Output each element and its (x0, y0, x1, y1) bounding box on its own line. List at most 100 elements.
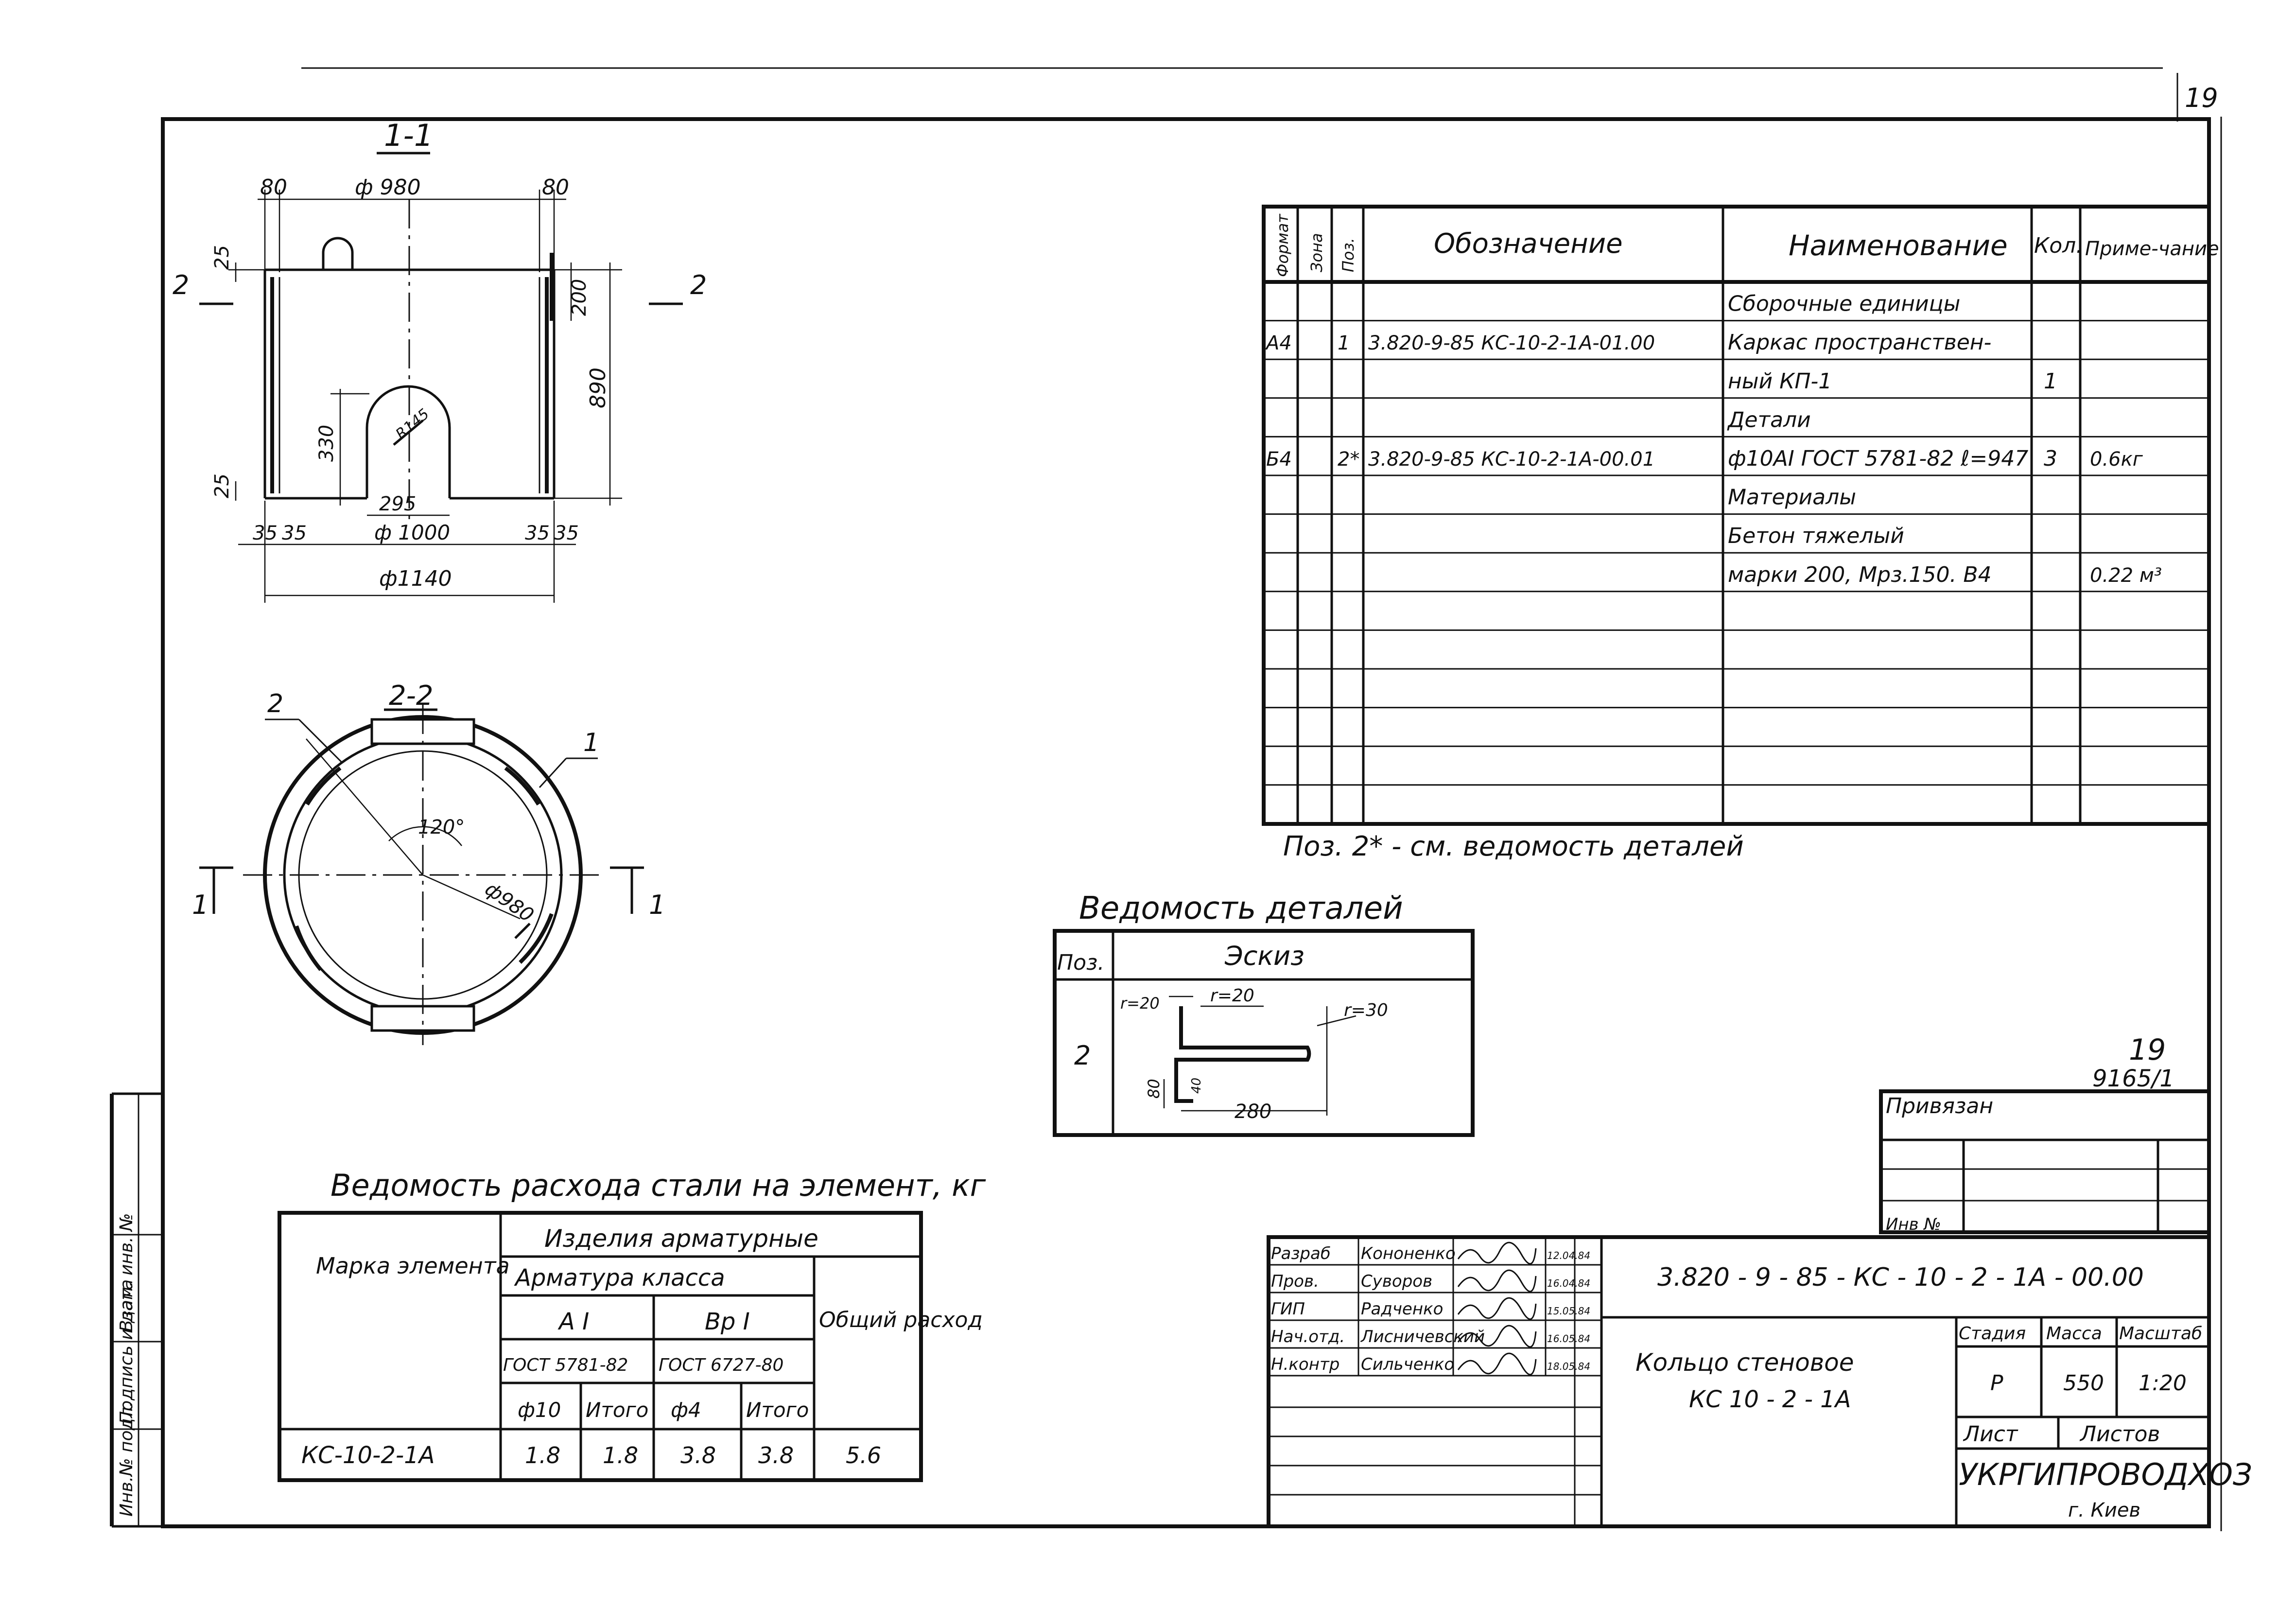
steel-subcol-3: ф4 (671, 1398, 701, 1422)
steel-row-v4: 3.8 (758, 1442, 794, 1468)
details-table: Ведомость деталей Поз. Эскиз 2 r=20 r=20… (1053, 891, 1475, 1137)
spec-cell-name: ный КП-1 (1728, 369, 1832, 394)
tb-role-name: Кононенко (1361, 1244, 1456, 1263)
tb-role-role: Разраб (1271, 1244, 1331, 1263)
steel-col-mark: Марка элемента (316, 1253, 510, 1279)
steel-row-mark: КС-10-2-1А (301, 1442, 435, 1469)
bar-sketch: r=20 r=20 r=30 80 40 280 (1120, 986, 1388, 1123)
tb-role-date: 16.04.84 (1547, 1277, 1590, 1289)
spec-cell-qty: 3 (2044, 446, 2057, 471)
sketch-dim-r30: r=30 (1344, 1000, 1388, 1020)
section-1-1: 1-1 (173, 118, 707, 603)
spec-cell-name: Каркас пространствен- (1728, 330, 1991, 355)
spec-cell-name: Детали (1727, 407, 1811, 432)
tb-city: г. Киев (2068, 1499, 2140, 1521)
dim-wall-left: 80 (260, 175, 287, 200)
spec-cell-pos: 1 (1338, 332, 1350, 354)
tb-role-role: Нач.отд. (1271, 1327, 1345, 1346)
binding-block: Привязан Инв № (1879, 1089, 2211, 1234)
signature-scribble (1457, 1352, 1537, 1376)
signature-scribble (1457, 1269, 1537, 1293)
signature-scribble (1457, 1325, 1537, 1348)
dim-left-35a: 35 (253, 522, 278, 544)
tb-scale: 1:20 (2139, 1371, 2187, 1396)
callout-1: 1 (583, 728, 599, 757)
tb-mass-label: Масса (2046, 1324, 2102, 1344)
dim-opening-height: 330 (315, 425, 338, 462)
spec-header-qty: Кол. (2034, 233, 2083, 258)
steel-col-total: Общий расход (819, 1308, 983, 1332)
steel-class-a: А I (557, 1308, 589, 1335)
tb-role-date: 12.04.84 (1547, 1250, 1590, 1261)
cut-label-2-right: 2 (690, 270, 707, 300)
spec-header-note: Приме-чание (2085, 238, 2219, 260)
binding-inv-label: Инв № (1886, 1215, 1941, 1234)
spec-cell-name: Бетон тяжелый (1728, 524, 1904, 548)
angle-label: 120° (418, 816, 465, 839)
spec-header-zone: Зона (1307, 233, 1326, 272)
steel-group: Изделия арматурные (544, 1224, 818, 1253)
tb-mass: 550 (2063, 1371, 2104, 1396)
spec-cell-name: Сборочные единицы (1728, 292, 1960, 316)
spec-table: Формат Зона Поз. Обозначение Наименовани… (1262, 205, 2219, 826)
tb-stage-label: Стадия (1959, 1324, 2026, 1344)
tb-role-date: 16.05.84 (1547, 1333, 1590, 1345)
dim-height: 890 (586, 367, 610, 408)
spec-cell-qty: 1 (2044, 369, 2057, 394)
tb-name-line1: Кольцо стеновое (1635, 1348, 1854, 1377)
spec-cell-fmt: А4 (1265, 332, 1292, 354)
tb-role-name: Суворов (1361, 1272, 1432, 1291)
spec-header-format: Формат (1273, 213, 1292, 277)
steel-subcol-4: Итого (746, 1398, 809, 1422)
spec-cell-designation: 3.820-9-85 КС-10-2-1А-01.00 (1368, 332, 1655, 354)
steel-col-mark-text: Марка элемента (316, 1253, 510, 1279)
details-col-pos: Поз. (1057, 950, 1104, 975)
dim-opening-width: 295 (379, 493, 416, 515)
cut-label-1-left: 1 (192, 890, 209, 920)
diameter-label: ф980 (481, 878, 538, 927)
spec-cell-designation: 3.820-9-85 КС-10-2-1А-00.01 (1368, 448, 1655, 471)
tb-role-role: Пров. (1271, 1272, 1319, 1291)
spec-cell-fmt: Б4 (1266, 448, 1292, 471)
spec-cell-note: 0.6кг (2090, 448, 2143, 471)
tb-role-name: Сильченко (1361, 1355, 1454, 1374)
sketch-dim-280: 280 (1235, 1101, 1271, 1123)
tb-sheet-label: Лист (1963, 1422, 2018, 1447)
tb-role-role: ГИП (1271, 1299, 1305, 1319)
signature-scribble (1457, 1241, 1537, 1265)
sketch-dim-80: 80 (1145, 1079, 1163, 1099)
sketch-dim-40: 40 (1189, 1078, 1204, 1094)
side-stamps: Инв.№ подл. Подпись и дата Взам. инв. № (117, 1213, 137, 1517)
dim-opening-radius: R145 (393, 405, 433, 443)
tb-org: УКРГИПРОВОДХОЗ (1959, 1457, 2252, 1492)
details-col-sketch: Эскиз (1224, 941, 1305, 971)
details-title: Ведомость деталей (1079, 891, 1403, 926)
side-stamp-vzam: Взам. инв. № (117, 1213, 137, 1332)
dim-diameter-outer: ф1140 (379, 566, 452, 591)
tb-role-date: 18.05.84 (1547, 1361, 1590, 1372)
section-1-1-title: 1-1 (384, 118, 433, 153)
sketch-dim-r20-a: r=20 (1120, 994, 1160, 1013)
side-stamp-inv-podl: Инв.№ подл. (117, 1401, 137, 1517)
dim-right-35b: 35 (554, 522, 579, 544)
dim-diameter-mid: ф 1000 (374, 521, 450, 544)
stamp-number: 19 (2129, 1033, 2166, 1067)
dim-diameter-inner: ф 980 (355, 175, 421, 200)
binding-label: Привязан (1886, 1094, 1993, 1119)
steel-row-v2: 1.8 (603, 1442, 638, 1468)
dim-wall-right: 80 (542, 175, 569, 200)
sheet-frame (110, 67, 2222, 1531)
steel-class-b: Вр I (705, 1308, 750, 1335)
steel-table: Ведомость расхода стали на элемент, кг М… (278, 1168, 986, 1482)
dim-top-offset: 25 (211, 245, 233, 270)
spec-cell-note: 0.22 м³ (2090, 564, 2162, 587)
steel-subcol-2: Итого (586, 1398, 648, 1422)
page-number: 19 (2185, 83, 2218, 113)
callout-2: 2 (267, 689, 283, 718)
spec-cell-name: ф10АI ГОСТ 5781-82 ℓ=947 (1728, 446, 2028, 471)
steel-gost-a: ГОСТ 5781-82 (503, 1355, 628, 1375)
